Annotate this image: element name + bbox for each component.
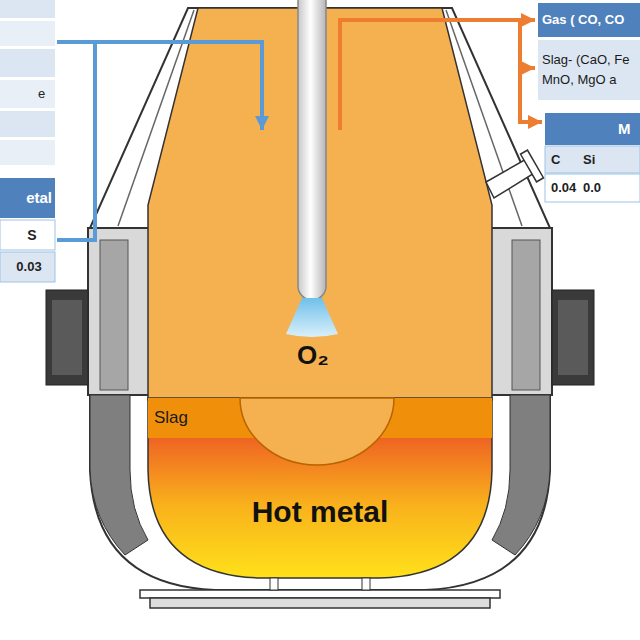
- base-frame: [150, 598, 490, 608]
- table-header: [545, 113, 640, 145]
- table-row: [545, 174, 640, 202]
- table-cell: C: [551, 152, 579, 168]
- slag-output-box: Slag- (CaO, Fe MnO, MgO a: [538, 40, 640, 100]
- oxygen-jet: [286, 298, 338, 337]
- table-row: [0, 49, 55, 77]
- node-text: Slag- (CaO, Fe MnO, MgO a: [542, 50, 636, 90]
- gas-output-box: Gas ( CO, CO: [538, 3, 640, 37]
- label-box: 0.03: [6, 259, 52, 275]
- slag-layer-label-box: Slag: [150, 403, 222, 433]
- table-row: [0, 252, 55, 282]
- hot-metal-bath: [148, 398, 492, 578]
- vessel-shell: [90, 395, 550, 590]
- oxygen-lance: [298, 0, 326, 300]
- table-row: [0, 111, 55, 137]
- table-cell: Si: [583, 152, 611, 168]
- table-header: [0, 178, 55, 218]
- node-text: Slag: [154, 408, 218, 428]
- table-row: [0, 0, 55, 18]
- shell-band: [492, 395, 550, 555]
- output-arrow: [518, 18, 535, 22]
- output-arrow: [518, 66, 535, 70]
- table-cell: e: [38, 86, 54, 102]
- table-cell: 0.04: [551, 180, 581, 196]
- input-arrow: [95, 42, 262, 130]
- node-text: Gas ( CO, CO: [542, 12, 636, 29]
- label-box: O₂: [273, 340, 353, 371]
- label-box: S: [12, 227, 52, 244]
- label-box: e: [38, 86, 54, 102]
- output-line: [340, 20, 520, 130]
- trunnion-block: [52, 300, 82, 375]
- ring-band: [100, 240, 128, 390]
- trunnion-block: [46, 290, 88, 385]
- base-leg: [270, 578, 278, 590]
- gas-symbol: O₂: [273, 340, 353, 371]
- table-cell: 0.03: [6, 259, 52, 275]
- table-header-text: etal: [2, 189, 52, 207]
- table-row: [0, 21, 55, 46]
- jet-cavity: [240, 398, 394, 465]
- base-leg: [362, 578, 370, 590]
- table-cell: S: [12, 227, 52, 244]
- table-row: [0, 220, 55, 250]
- table-row: [545, 146, 640, 173]
- output-arrow: [518, 120, 542, 124]
- label-box: etal: [2, 189, 52, 207]
- label-box: M: [618, 120, 638, 138]
- input-bracket: [57, 42, 95, 240]
- trunnion-block: [552, 290, 594, 385]
- label-box: Si: [583, 152, 611, 168]
- shell-band: [90, 395, 148, 555]
- ring-band: [512, 240, 540, 390]
- node-text: Hot metal: [184, 494, 456, 530]
- trunnion-block: [558, 300, 588, 375]
- base-plate: [140, 590, 500, 598]
- table-row: [0, 80, 55, 108]
- hot-metal-label-box: Hot metal: [180, 488, 460, 536]
- label-box: C: [551, 152, 579, 168]
- label-box: 0.04: [551, 180, 581, 196]
- table-row: [0, 140, 55, 165]
- label-box: 0.0: [583, 180, 613, 196]
- tap-flange: [521, 150, 544, 182]
- table-header-text: M: [618, 120, 638, 138]
- table-cell: 0.0: [583, 180, 613, 196]
